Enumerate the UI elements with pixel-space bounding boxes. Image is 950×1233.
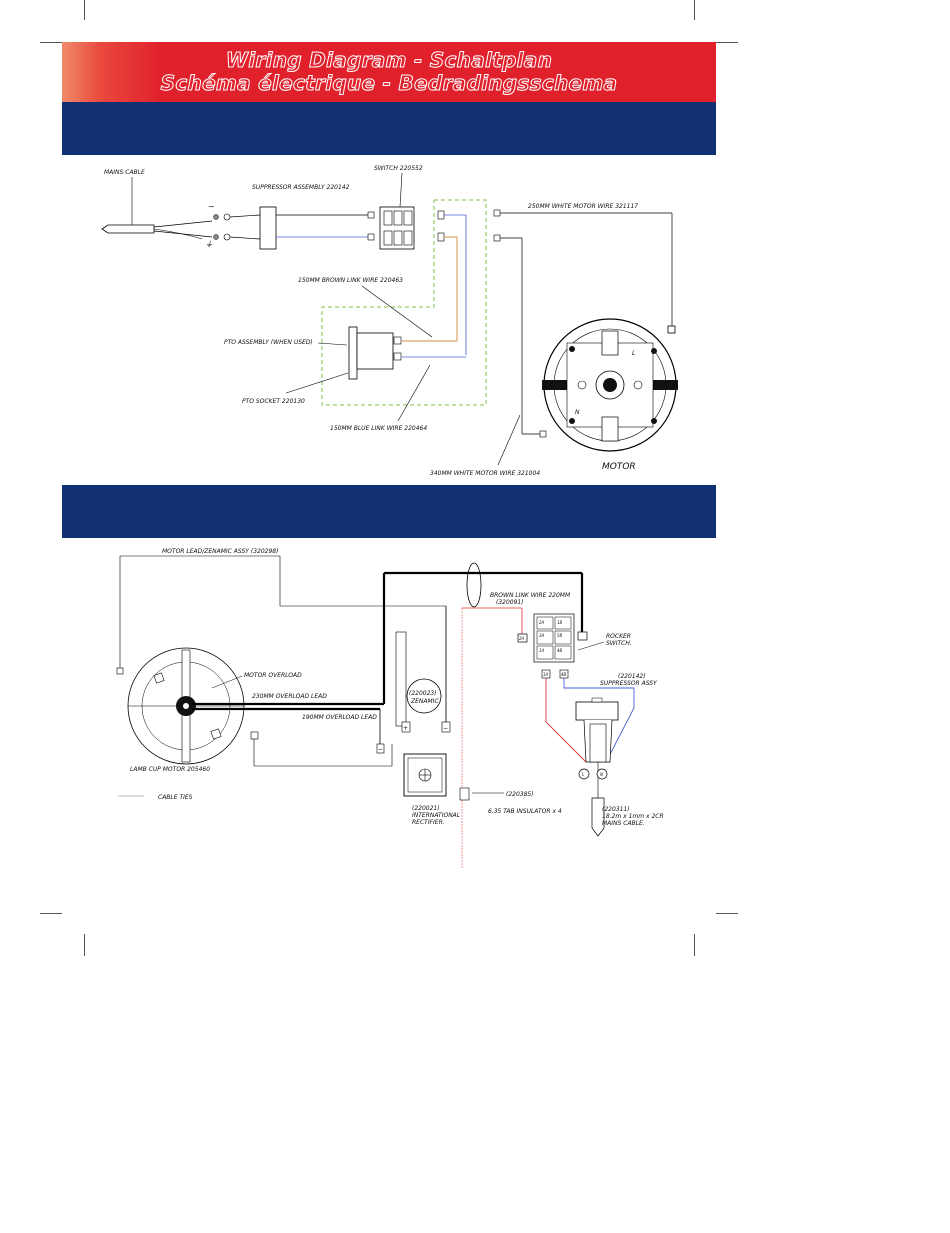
minus-sign: −	[378, 746, 383, 753]
lamb-motor-label: LAMB CUP MOTOR 205460	[130, 766, 210, 773]
plug-l-label: L	[582, 772, 584, 777]
pto-socket-flange	[348, 326, 358, 380]
crop-mark	[84, 934, 85, 956]
switch-220552	[379, 206, 415, 250]
mains-cable-label: MAINS CABLE	[104, 169, 145, 176]
suppressor-label: SUPPRESSOR ASSEMBLY 220142	[252, 184, 350, 191]
pto-socket-body	[356, 332, 394, 370]
terminal-label: 5B	[557, 633, 563, 638]
live-symbol: ~	[208, 202, 215, 211]
mains-terminal	[213, 234, 219, 240]
white-wire-250-label: 250MM WHITE MOTOR WIRE 321117	[528, 203, 638, 210]
motor-label: MOTOR	[602, 462, 636, 472]
wiring-diagram-1: MAINS CABLE ~ ⏚ SUPPRESSOR ASSEMBLY 2201…	[62, 155, 716, 485]
rectifier-label-2: RECTIFIER.	[412, 819, 445, 826]
title-banner: Wiring Diagram - Schaltplan Schéma élect…	[62, 42, 716, 102]
rectifier-code: (220021)	[412, 805, 440, 812]
switch-terminal	[367, 233, 375, 241]
crop-mark	[40, 42, 62, 43]
title-line-2: Schéma électrique - Bedradingsschema	[160, 71, 618, 95]
section-band-1	[62, 102, 716, 155]
brown-link-label: 150MM BROWN LINK WIRE 220463	[298, 277, 403, 284]
title-line-1: Wiring Diagram - Schaltplan	[225, 48, 553, 72]
international-rectifier	[403, 753, 447, 797]
cable-ties-label: CABLE TIES	[158, 794, 193, 801]
mains-label-1: 18.2m x 1mm x 2CR	[602, 813, 664, 820]
section-band-2	[62, 485, 716, 538]
rocker-label-1: ROCKER	[606, 633, 631, 640]
terminal-label: 1A	[543, 672, 549, 677]
white-wire-340-label: 340MM WHITE MOTOR WIRE 321004	[430, 470, 540, 477]
blue-link-label: 150MM BLUE LINK WIRE 220464	[330, 425, 427, 432]
crop-mark	[694, 0, 695, 20]
pto-assembly-label: PTO ASSEMBLY (WHEN USED)	[224, 339, 313, 346]
overload-190-label: 190MM OVERLOAD LEAD	[302, 714, 377, 721]
terminal-label: 3A	[539, 633, 545, 638]
minus-sign: −	[443, 725, 448, 732]
mains-label-2: MAINS CABLE.	[602, 820, 645, 827]
brown-link-label: BROWN LINK WIRE 220MM	[490, 592, 571, 599]
rocker-switch: 2A 1B 3A 5B 1A 4B	[533, 613, 575, 663]
suppressor-assy	[575, 697, 619, 763]
crop-mark	[40, 913, 62, 914]
crop-mark	[694, 934, 695, 956]
suppressor-terminal	[223, 213, 231, 221]
crop-mark	[716, 913, 738, 914]
switch-terminal	[367, 211, 375, 219]
crop-mark	[716, 42, 738, 43]
suppressor-code: (220142)	[618, 673, 646, 680]
motor-terminal	[539, 430, 547, 438]
pto-enclosure	[321, 199, 487, 406]
switch-label: SWITCH 220552	[374, 165, 423, 172]
brown-link-code: (320091)	[496, 599, 524, 606]
terminal-label: 1A	[539, 648, 545, 653]
tab-insulator	[459, 787, 470, 801]
motor-overload-label: MOTOR OVERLOAD	[244, 672, 302, 679]
plug-terminal-n	[596, 768, 608, 780]
earth-symbol: ⏚	[205, 240, 213, 249]
cable-tie	[466, 562, 482, 608]
motor: N L	[542, 318, 678, 452]
suppressor-terminal	[223, 233, 231, 241]
pto-socket-label: PTO SOCKET 220130	[242, 398, 305, 405]
crop-mark	[84, 0, 85, 20]
plug-n-label: N	[600, 772, 603, 777]
rocker-label-2: SWITCH.	[606, 640, 632, 647]
zenamic-220023: (220023) ZENAMIC	[406, 678, 442, 714]
tab-insulator-label: 6.35 TAB INSULATOR x 4	[488, 808, 562, 815]
terminal-label: 4B	[557, 648, 563, 653]
overload-230-label: 230MM OVERLOAD LEAD	[252, 693, 327, 700]
rectifier-label-1: INTERNATIONAL	[412, 812, 460, 819]
suppressor-label: SUPPRESSOR ASSY	[600, 680, 658, 687]
suppressor-assembly	[259, 206, 277, 250]
insulator-code: (220385)	[506, 791, 534, 798]
terminal-label: 2A	[519, 636, 525, 641]
motor-terminal-l: L	[632, 350, 635, 357]
zenamic-code: (220023)	[409, 690, 437, 697]
mains-plug	[591, 797, 605, 837]
mains-terminal	[213, 214, 219, 220]
motor-terminal	[667, 325, 676, 334]
motor-terminal-n: N	[575, 409, 580, 416]
terminal-label: 2A	[539, 620, 545, 625]
motor-lead-label: MOTOR LEAD/ZENAMIC ASSY (320298)	[162, 548, 278, 555]
terminal-label: 1B	[557, 620, 563, 625]
zenamic-label: ZENAMIC	[410, 698, 439, 705]
terminal-label: 4B	[561, 672, 567, 677]
plug-terminal-l	[578, 768, 590, 780]
lamb-cup-motor	[127, 647, 245, 765]
mains-code: (220311)	[602, 806, 630, 813]
plus-sign: +	[403, 725, 408, 732]
wiring-diagram-2: MOTOR LEAD/ZENAMIC ASSY (320298) MOTOR O…	[62, 538, 716, 868]
